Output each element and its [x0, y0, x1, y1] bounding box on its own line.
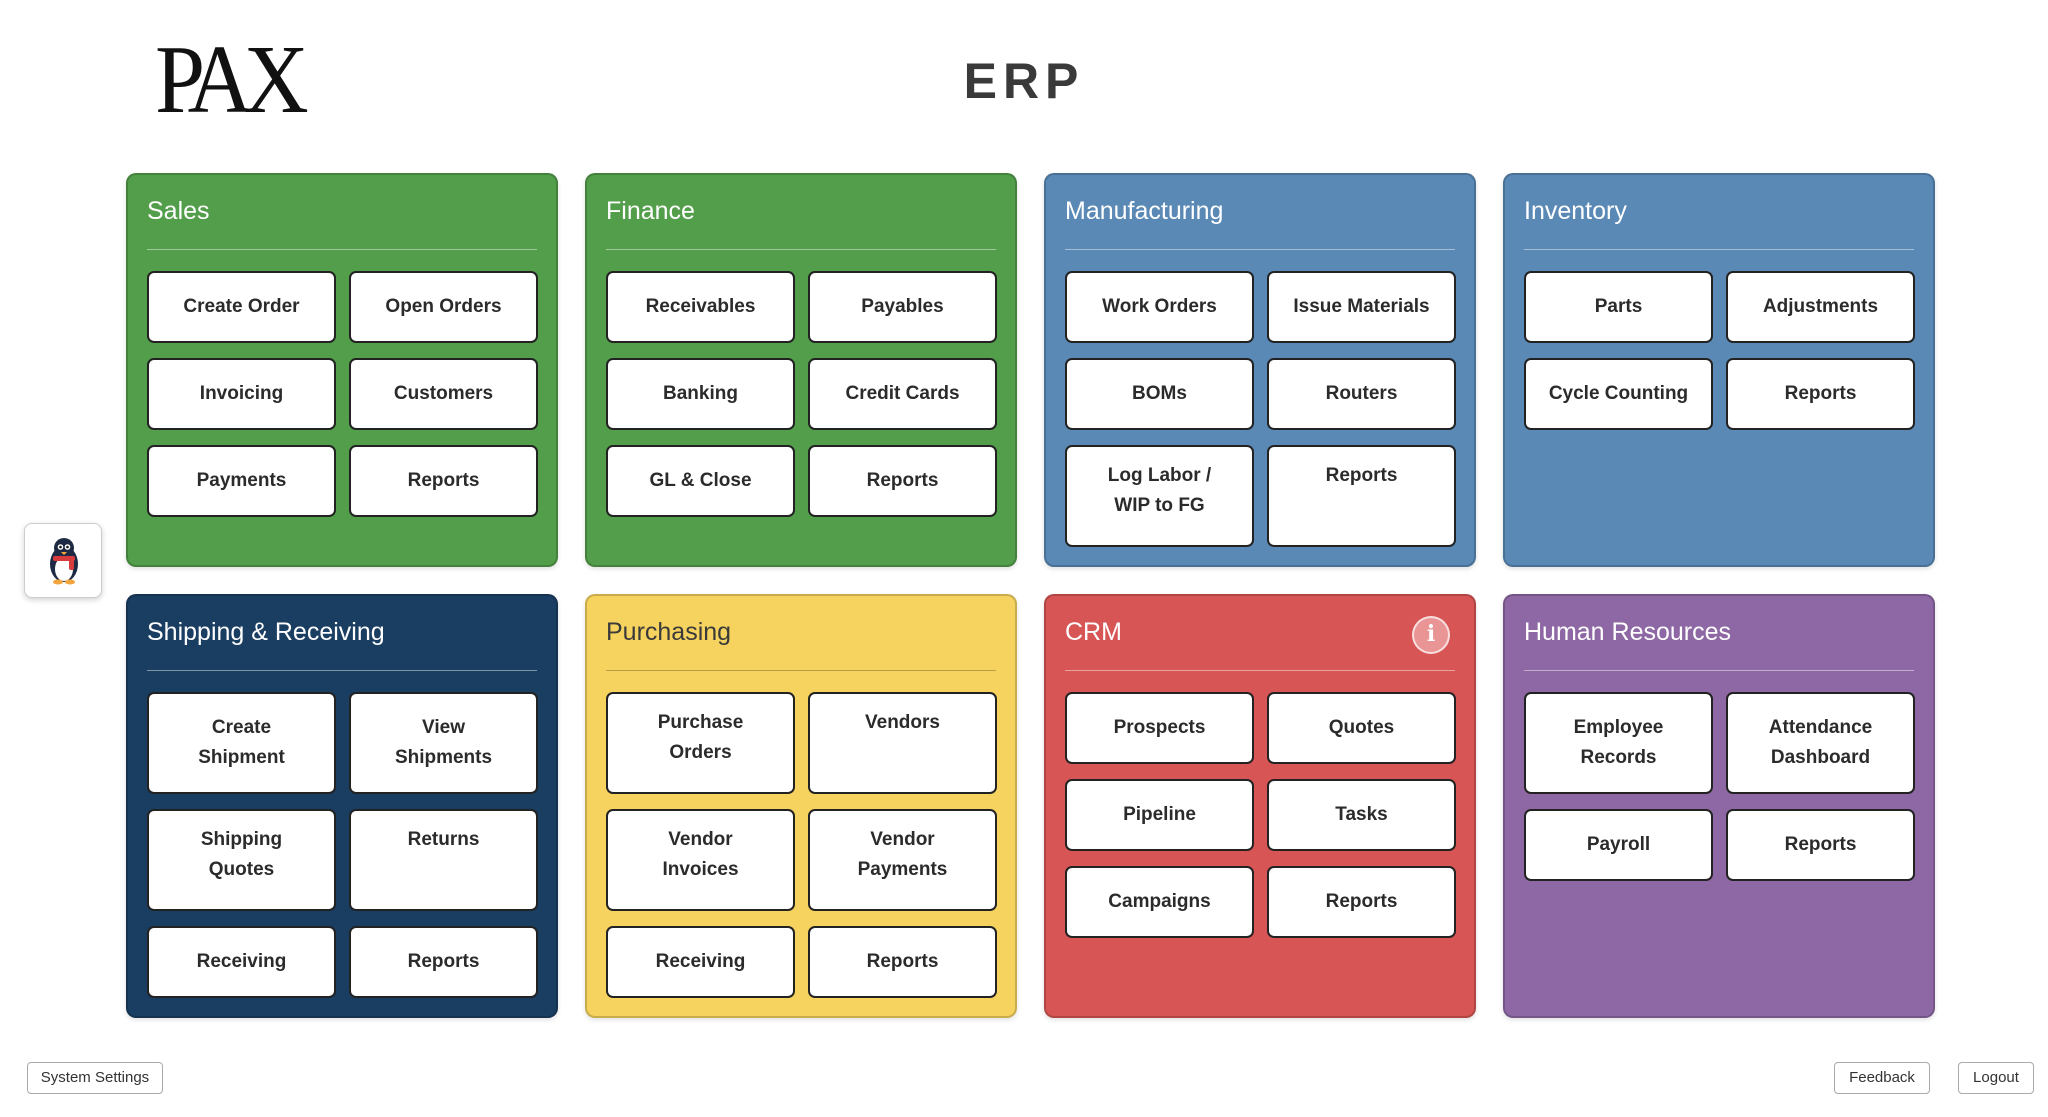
issue-materials-button[interactable]: Issue Materials	[1267, 271, 1456, 343]
penguin-icon	[50, 538, 78, 585]
view-shipments-button[interactable]: View Shipments	[349, 692, 538, 794]
module-title: Finance	[606, 197, 695, 225]
purchasing-reports-button[interactable]: Reports	[808, 926, 997, 998]
inventory-reports-button[interactable]: Reports	[1726, 358, 1915, 430]
feedback-button[interactable]: Feedback	[1834, 1062, 1930, 1094]
module-title: Shipping & Receiving	[147, 618, 385, 646]
system-settings-button[interactable]: System Settings	[27, 1062, 163, 1094]
penguin-mascot-icon[interactable]	[24, 523, 102, 598]
campaigns-button[interactable]: Campaigns	[1065, 866, 1254, 938]
module-card-sales: Sales Create Order Open Orders Invoicing…	[126, 173, 558, 567]
returns-button[interactable]: Returns	[349, 809, 538, 911]
create-order-button[interactable]: Create Order	[147, 271, 336, 343]
boms-button[interactable]: BOMs	[1065, 358, 1254, 430]
attendance-dashboard-button[interactable]: Attendance Dashboard	[1726, 692, 1915, 794]
gl-close-button[interactable]: GL & Close	[606, 445, 795, 517]
shipping-quotes-button[interactable]: Shipping Quotes	[147, 809, 336, 911]
logout-button[interactable]: Logout	[1958, 1062, 2034, 1094]
module-title: Sales	[147, 197, 210, 225]
vendor-invoices-button[interactable]: Vendor Invoices	[606, 809, 795, 911]
vendors-button[interactable]: Vendors	[808, 692, 997, 794]
module-card-purchasing: Purchasing Purchase Orders Vendors Vendo…	[585, 594, 1017, 1018]
info-icon[interactable]: i	[1412, 616, 1450, 654]
divider	[606, 249, 996, 250]
open-orders-button[interactable]: Open Orders	[349, 271, 538, 343]
routers-button[interactable]: Routers	[1267, 358, 1456, 430]
quotes-button[interactable]: Quotes	[1267, 692, 1456, 764]
page-title: ERP	[963, 53, 1085, 109]
manufacturing-reports-button[interactable]: Reports	[1267, 445, 1456, 547]
crm-reports-button[interactable]: Reports	[1267, 866, 1456, 938]
credit-cards-button[interactable]: Credit Cards	[808, 358, 997, 430]
shipping-reports-button[interactable]: Reports	[349, 926, 538, 998]
work-orders-button[interactable]: Work Orders	[1065, 271, 1254, 343]
create-shipment-button[interactable]: Create Shipment	[147, 692, 336, 794]
payments-button[interactable]: Payments	[147, 445, 336, 517]
module-title: Inventory	[1524, 197, 1627, 225]
module-title: Manufacturing	[1065, 197, 1224, 225]
divider	[1524, 249, 1914, 250]
module-card-finance: Finance Receivables Payables Banking Cre…	[585, 173, 1017, 567]
log-labor-button[interactable]: Log Labor / WIP to FG	[1065, 445, 1254, 547]
sales-reports-button[interactable]: Reports	[349, 445, 538, 517]
module-card-manufacturing: Manufacturing Work Orders Issue Material…	[1044, 173, 1476, 567]
divider	[1065, 249, 1455, 250]
adjustments-button[interactable]: Adjustments	[1726, 271, 1915, 343]
module-title: Purchasing	[606, 618, 732, 646]
prospects-button[interactable]: Prospects	[1065, 692, 1254, 764]
module-card-shipping-receiving: Shipping & Receiving Create Shipment Vie…	[126, 594, 558, 1018]
divider	[147, 670, 537, 671]
module-card-inventory: Inventory Parts Adjustments Cycle Counti…	[1503, 173, 1935, 567]
employee-records-button[interactable]: Employee Records	[1524, 692, 1713, 794]
purchasing-receiving-button[interactable]: Receiving	[606, 926, 795, 998]
payables-button[interactable]: Payables	[808, 271, 997, 343]
module-card-human-resources: Human Resources Employee Records Attenda…	[1503, 594, 1935, 1018]
shipping-receiving-button[interactable]: Receiving	[147, 926, 336, 998]
customers-button[interactable]: Customers	[349, 358, 538, 430]
payroll-button[interactable]: Payroll	[1524, 809, 1713, 881]
receivables-button[interactable]: Receivables	[606, 271, 795, 343]
hr-reports-button[interactable]: Reports	[1726, 809, 1915, 881]
pax-logo: PAX	[155, 26, 309, 134]
purchase-orders-button[interactable]: Purchase Orders	[606, 692, 795, 794]
module-title: CRM	[1065, 618, 1122, 646]
divider	[147, 249, 537, 250]
pipeline-button[interactable]: Pipeline	[1065, 779, 1254, 851]
parts-button[interactable]: Parts	[1524, 271, 1713, 343]
module-card-crm: CRM i Prospects Quotes Pipeline Tasks Ca…	[1044, 594, 1476, 1018]
cycle-counting-button[interactable]: Cycle Counting	[1524, 358, 1713, 430]
invoicing-button[interactable]: Invoicing	[147, 358, 336, 430]
module-title: Human Resources	[1524, 618, 1732, 646]
vendor-payments-button[interactable]: Vendor Payments	[808, 809, 997, 911]
divider	[1524, 670, 1914, 671]
finance-reports-button[interactable]: Reports	[808, 445, 997, 517]
divider	[606, 670, 996, 671]
tasks-button[interactable]: Tasks	[1267, 779, 1456, 851]
banking-button[interactable]: Banking	[606, 358, 795, 430]
divider	[1065, 670, 1455, 671]
